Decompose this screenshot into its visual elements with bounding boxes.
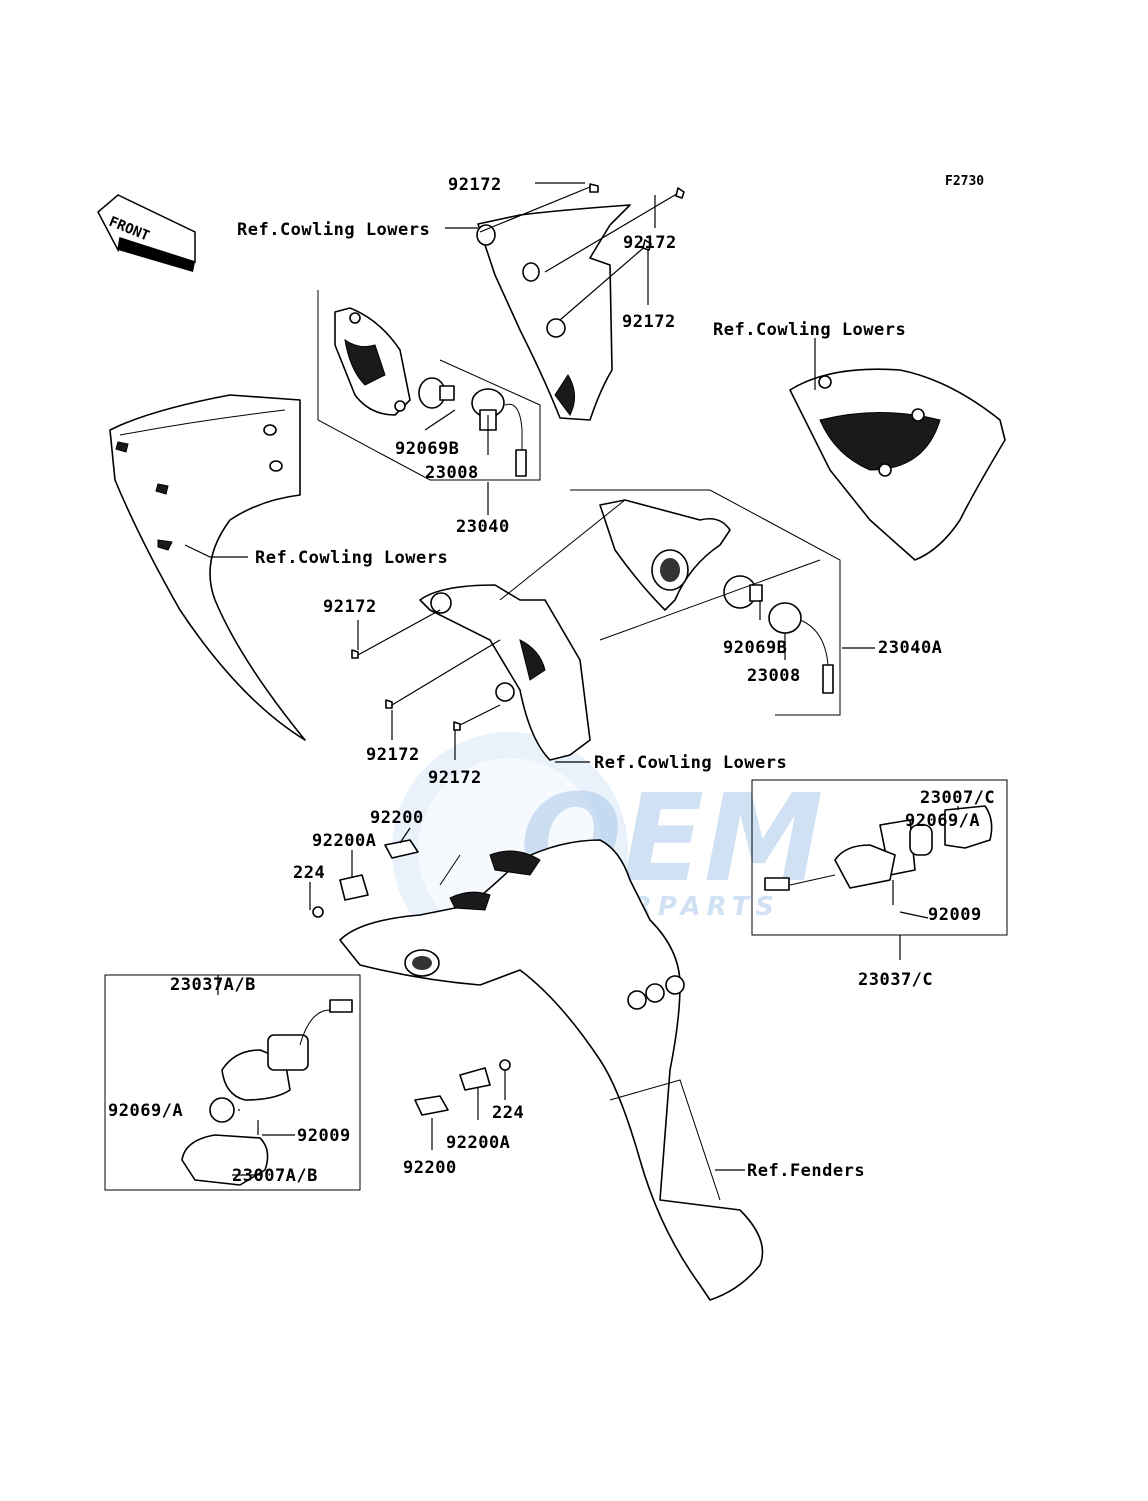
left-cowling-lower (109, 394, 306, 741)
label-ref-cowling-lowers: Ref.Cowling Lowers (255, 548, 448, 568)
label-23007C: 23007/C (920, 788, 995, 808)
label-23040A: 23040A (878, 638, 942, 658)
leader-lines (184, 182, 959, 1176)
label-ref-cowling-lowers: Ref.Cowling Lowers (237, 220, 430, 240)
label-23008: 23008 (747, 666, 801, 686)
bulb-92069B-upper (418, 377, 455, 409)
upper-inner-panel (476, 204, 631, 421)
label-92200: 92200 (403, 1158, 457, 1178)
bulb-92069B-lower (723, 575, 763, 609)
label-92172: 92172 (366, 745, 420, 765)
label-23007AB: 23007A/B (232, 1166, 318, 1186)
label-92172: 92172 (428, 768, 482, 788)
label-ref-cowling-lowers: Ref.Cowling Lowers (594, 753, 787, 773)
label-92172: 92172 (622, 312, 676, 332)
socket-23008-lower (768, 602, 834, 694)
label-ref-fenders: Ref.Fenders (747, 1161, 865, 1181)
middle-inner-panel (351, 499, 821, 761)
label-92172: 92172 (323, 597, 377, 617)
front-arrow-icon: FRONT (97, 194, 196, 272)
label-92172: 92172 (623, 233, 677, 253)
right-cowling-lower (570, 368, 1006, 716)
rear-fender (339, 839, 764, 1301)
label-ref-cowling-lowers: Ref.Cowling Lowers (713, 320, 906, 340)
label-92200: 92200 (370, 808, 424, 828)
label-92200A: 92200A (312, 831, 376, 851)
label-23037AB: 23037A/B (170, 975, 256, 995)
label-92172: 92172 (448, 175, 502, 195)
screws-92172-top (479, 183, 685, 321)
right-rear-turn-signal (751, 779, 1008, 936)
socket-23008-upper (471, 388, 527, 477)
front-left-turn-signal-bracket (317, 290, 541, 481)
label-92009: 92009 (297, 1126, 351, 1146)
left-rear-turn-signal (104, 974, 361, 1191)
front-right-turn-signal-bracket (599, 499, 731, 611)
label-224: 224 (492, 1103, 524, 1123)
label-92069A: 92069/A (108, 1101, 183, 1121)
label-92069B: 92069B (395, 439, 459, 459)
label-23008: 23008 (425, 463, 479, 483)
diagram-code: F2730 (945, 174, 984, 189)
clips-upper (312, 839, 419, 918)
part-labels: 92172 Ref.Cowling Lowers 92172 92172 Ref… (108, 175, 995, 1186)
label-224: 224 (293, 863, 325, 883)
label-92069B: 92069B (723, 638, 787, 658)
label-23037C: 23037/C (858, 970, 933, 990)
label-92069A: 92069/A (905, 811, 980, 831)
label-92009: 92009 (928, 905, 982, 925)
clips-lower (414, 1059, 511, 1116)
label-23040: 23040 (456, 517, 510, 537)
label-92200A: 92200A (446, 1133, 510, 1153)
